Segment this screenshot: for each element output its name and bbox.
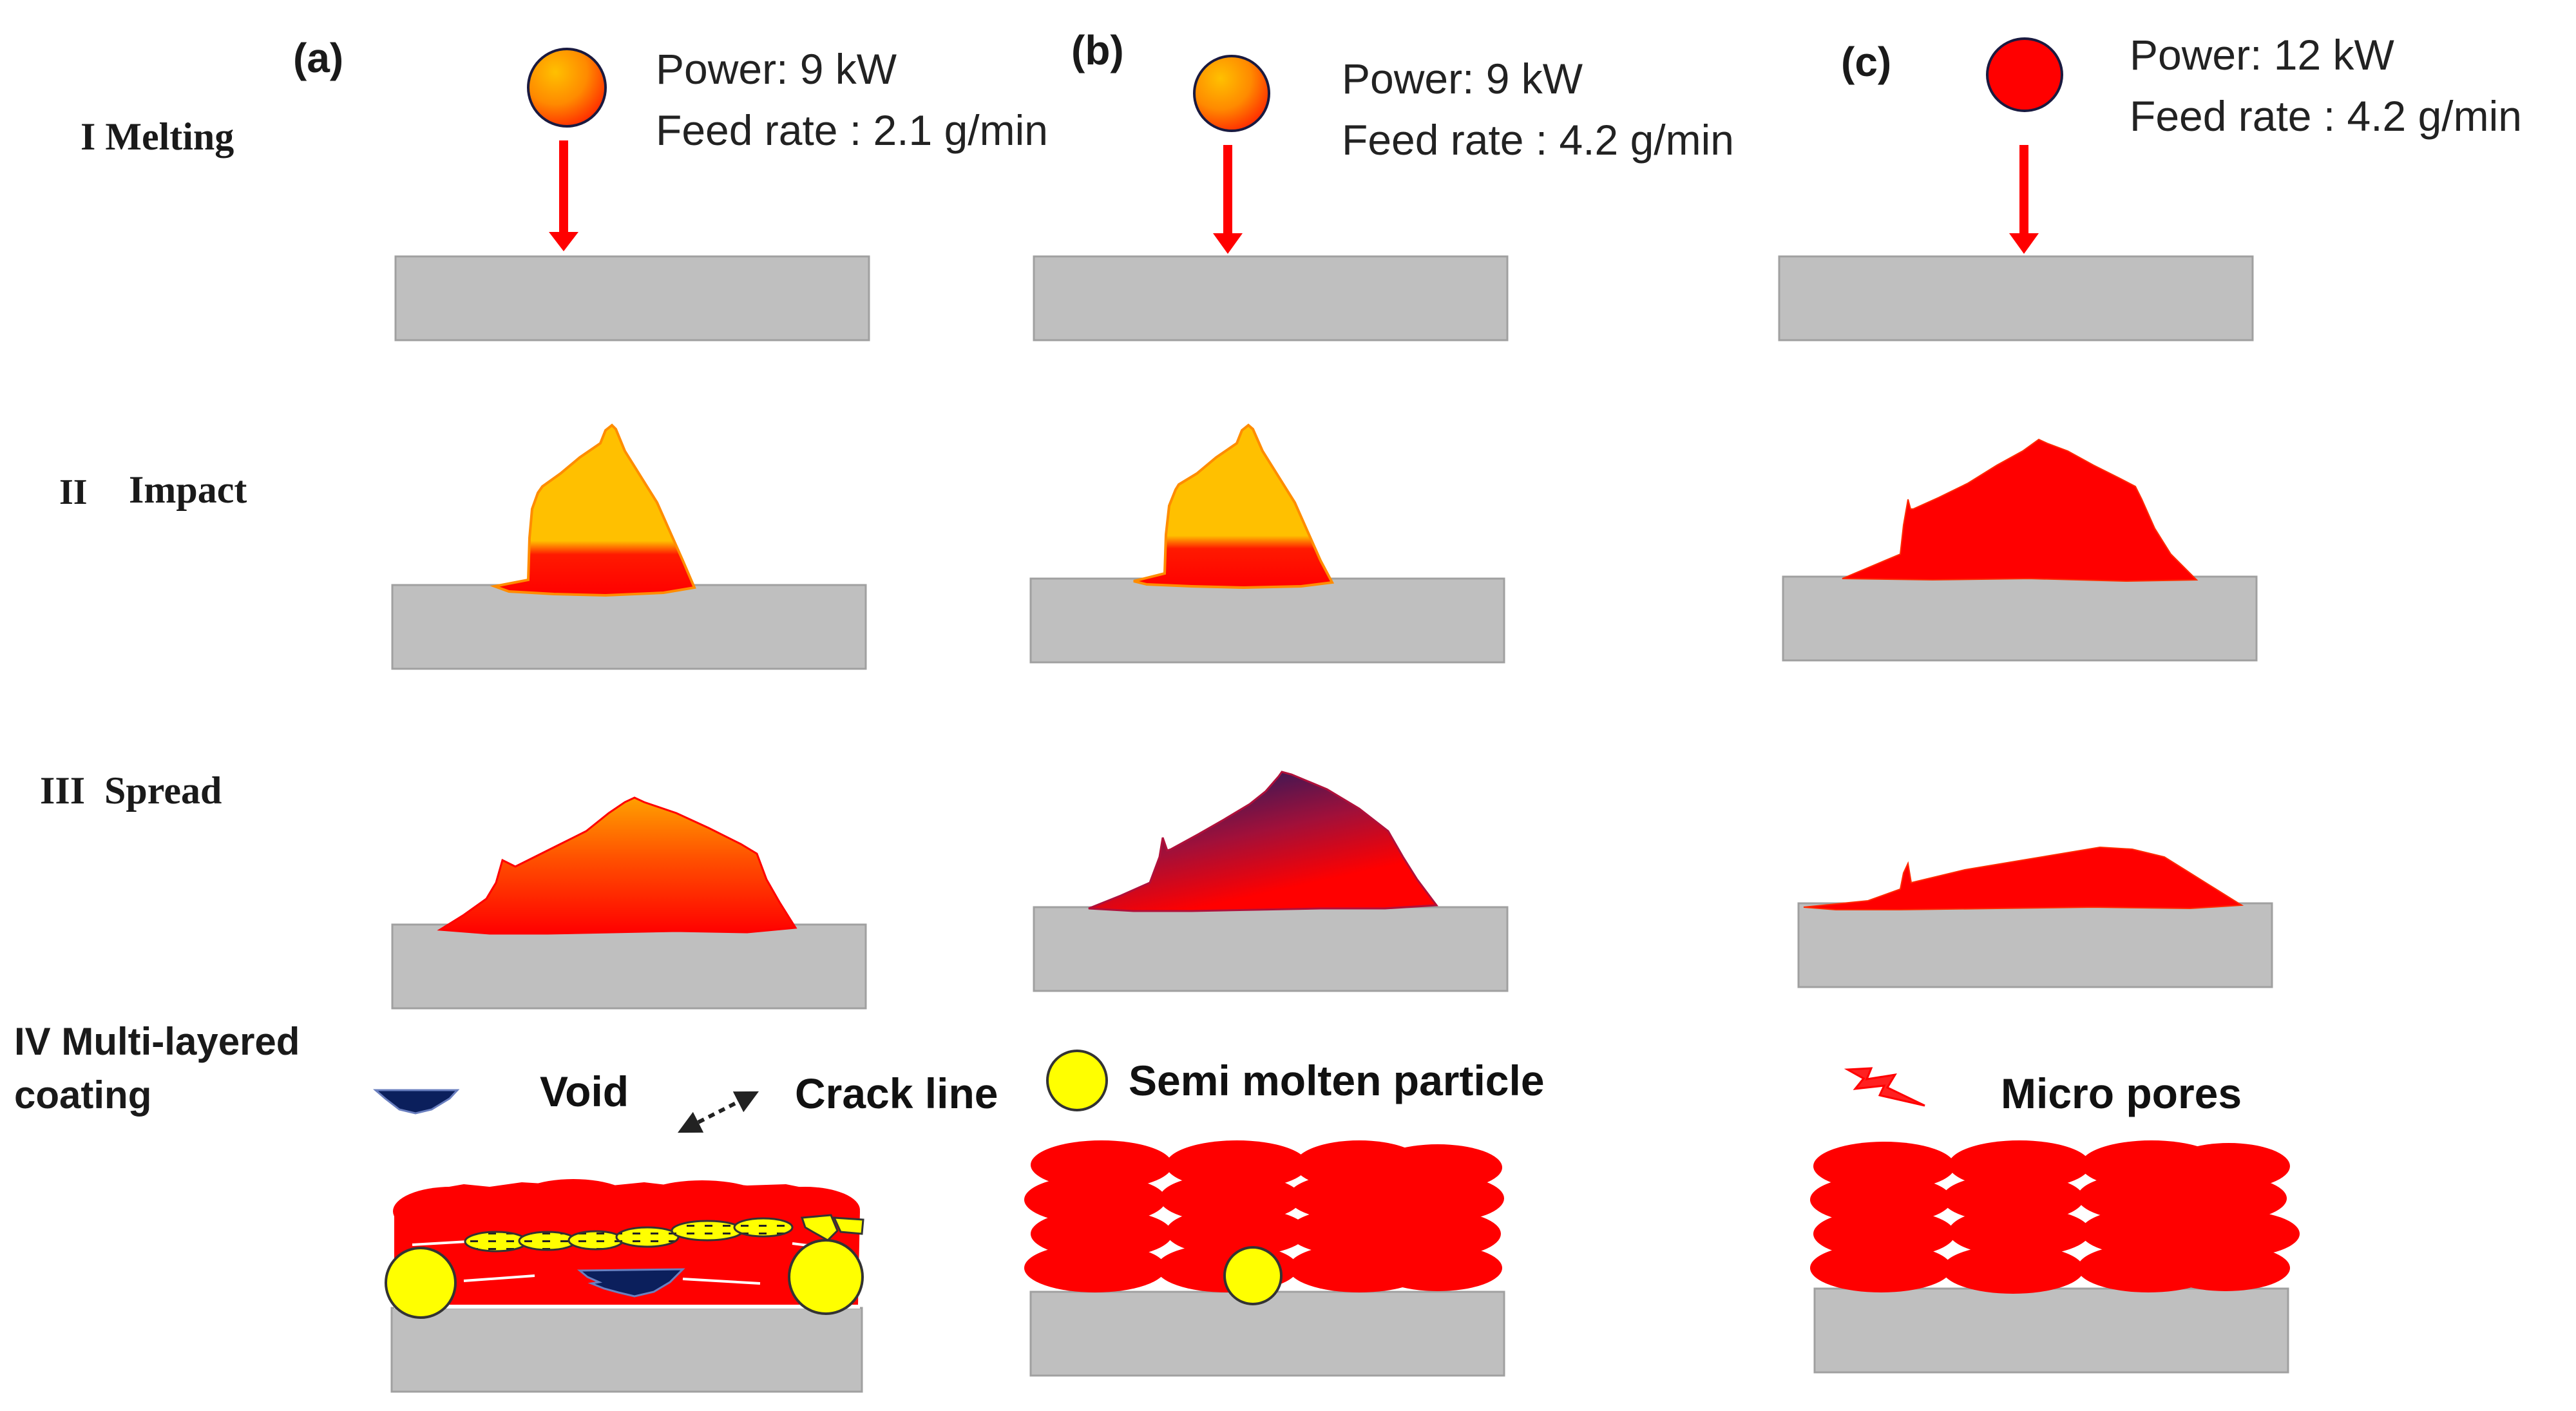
- panel-c-substrate-coating: [1813, 1287, 2289, 1374]
- stage-spread-label: III Spread: [40, 769, 222, 812]
- panel-b-substrate-coating: [1029, 1291, 1505, 1377]
- panel-c-substrate-impact: [1782, 575, 2258, 662]
- stage-coating-label-line1: IV Multi-layered: [14, 1020, 300, 1063]
- semi-molten-particle-legend-icon: [1046, 1050, 1108, 1111]
- panel-b-substrate-spread: [1033, 906, 1509, 992]
- panel-c-particle: [1986, 37, 2063, 112]
- panel-a-substrate-impact: [391, 584, 867, 670]
- micro-pores-legend-icon: [1844, 1067, 1925, 1107]
- panel-b-spread-splat: [1088, 771, 1438, 912]
- panel-b-label: (b): [1071, 27, 1124, 73]
- panel-b-particle: [1193, 55, 1270, 132]
- panel-c-substrate-melting: [1778, 255, 2254, 341]
- panel-c-spread-splat: [1803, 846, 2244, 910]
- panel-c-impact-splat: [1842, 438, 2199, 582]
- panel-a-crack-line-band: [464, 1214, 864, 1253]
- panel-a-substrate-melting: [394, 255, 870, 341]
- crack-line-legend-label: Crack line: [795, 1070, 998, 1117]
- stage-coating-label-line2: coating: [14, 1073, 151, 1117]
- void-legend-label: Void: [540, 1068, 629, 1115]
- panel-b-substrate-melting: [1033, 255, 1509, 341]
- panel-a-void: [577, 1268, 685, 1298]
- semi-molten-particle-legend-label: Semi molten particle: [1129, 1057, 1545, 1104]
- panel-b-power: Power: 9 kW: [1342, 55, 1583, 102]
- panel-b-feed-rate: Feed rate : 4.2 g/min: [1342, 116, 1734, 164]
- panel-a-substrate-coating: [390, 1307, 863, 1393]
- panel-b-down-arrow: [1213, 145, 1243, 254]
- panel-c-label: (c): [1841, 39, 1891, 85]
- panel-a-semi-molten-particle-left: [385, 1247, 457, 1319]
- stage-melting-label: I Melting: [81, 115, 234, 158]
- panel-a-semi-molten-particle-right: [788, 1239, 864, 1315]
- panel-c-substrate-spread: [1797, 902, 2273, 988]
- panel-a-down-arrow: [549, 140, 578, 251]
- panel-a-substrate-spread: [391, 923, 867, 1010]
- stage-impact-label: Impact: [129, 468, 247, 511]
- panel-a-impact-splat: [490, 423, 696, 597]
- void-legend-icon: [372, 1089, 460, 1115]
- panel-c-feed-rate: Feed rate : 4.2 g/min: [2130, 92, 2522, 140]
- panel-b-impact-splat: [1133, 423, 1335, 590]
- micro-pores-legend-label: Micro pores: [2001, 1070, 2242, 1117]
- panel-b-substrate-impact: [1029, 577, 1505, 664]
- panel-a-power: Power: 9 kW: [656, 45, 897, 93]
- panel-a-spread-splat: [437, 796, 797, 935]
- panel-a-feed-rate: Feed rate : 2.1 g/min: [656, 106, 1048, 154]
- stage-impact-number: II: [59, 472, 88, 512]
- panel-a-label: (a): [293, 35, 343, 81]
- panel-b-semi-molten-particle: [1223, 1246, 1283, 1305]
- panel-a-particle: [527, 48, 607, 128]
- crack-line-legend-icon: [677, 1091, 759, 1133]
- panel-c-multilayer-coating: [1810, 1140, 2300, 1294]
- panel-c-down-arrow: [2009, 145, 2039, 254]
- panel-c-power: Power: 12 kW: [2130, 31, 2394, 79]
